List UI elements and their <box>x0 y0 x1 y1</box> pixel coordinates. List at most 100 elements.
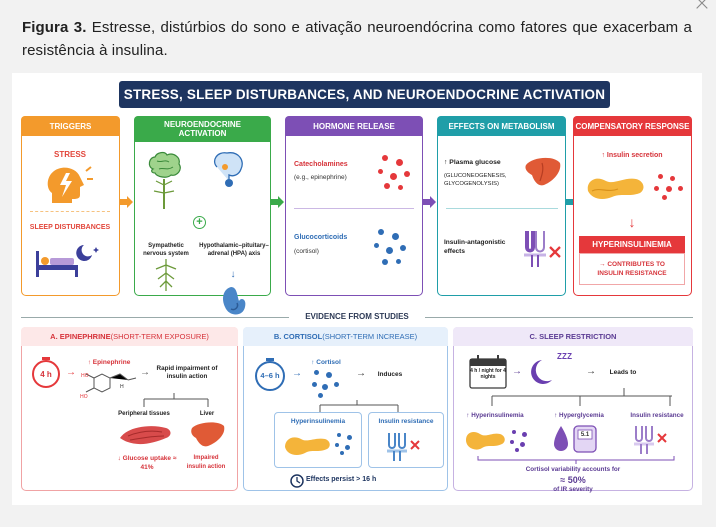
panel-a-header: A. EPINEPHRINE (SHORT-TERM EXPOSURE) <box>21 327 238 346</box>
sleep-disturbances-label: SLEEP DISTURBANCES <box>29 224 111 231</box>
panel-b-title: B. CORTISOL <box>273 332 323 341</box>
compensatory-header: COMPENSATORY RESPONSE <box>573 116 692 136</box>
flow-arrow-icon <box>423 196 436 208</box>
timer-icon <box>255 358 285 391</box>
triggers-header: TRIGGERS <box>21 116 120 136</box>
liver-icon <box>525 157 561 186</box>
panel-b-subtitle: (SHORT-TERM INCREASE) <box>322 332 418 341</box>
liver-label: Liver <box>199 411 215 417</box>
insulin-molecules-icon <box>654 174 684 200</box>
catecholamine-molecules-icon <box>378 153 418 193</box>
hormone-header: HORMONE RELEASE <box>285 116 423 136</box>
neuro-header: NEUROENDOCRINE ACTIVATION <box>134 116 271 142</box>
spinal-cord-icon <box>153 179 175 209</box>
hyperinsulinemia-badge: HYPERINSULINEMIA <box>579 236 685 253</box>
insulin-molecules-icon <box>510 430 532 452</box>
ir-severity-label: of IR severity <box>553 486 593 493</box>
svg-text:HO: HO <box>81 373 89 379</box>
arrow-right-icon: → <box>586 366 596 377</box>
figure-image: STRESS, SLEEP DISTURBANCES, AND NEUROEND… <box>12 73 702 505</box>
stress-label: STRESS <box>53 150 86 159</box>
branch-connector-icon <box>491 388 672 406</box>
svg-text:H: H <box>120 384 124 390</box>
panel-a-title: A. EPINEPHRINE <box>50 332 111 341</box>
flow-arrow-icon <box>271 196 284 208</box>
arrow-right-icon: → <box>512 366 522 377</box>
flow-arrow-icon <box>120 196 133 208</box>
insulin-molecules-icon <box>335 433 357 455</box>
glucocorticoids-label: Glucocorticoids <box>294 234 348 241</box>
hpa-axis-label: Hypothalamic–pituitary–adrenal (HPA) axi… <box>199 243 269 257</box>
branch-connector-icon <box>143 393 209 407</box>
brain-icon <box>148 151 181 178</box>
svg-text:HO: HO <box>80 394 88 400</box>
hypothalamus-icon <box>213 152 243 187</box>
pancreas-icon <box>587 178 644 199</box>
close-button[interactable]: × <box>692 0 712 16</box>
glucose-uptake-label: ↓ Glucose uptake ≈ 41% <box>117 455 177 471</box>
arrow-right-icon: → <box>140 367 150 378</box>
hyperinsulinemia-label: Hyperinsulinemia <box>290 418 346 425</box>
percentage-value: ≈ 50% <box>560 475 586 485</box>
down-arrow-icon: ↓ <box>628 214 636 230</box>
panel-a-epinephrine: A. EPINEPHRINE (SHORT-TERM EXPOSURE) 4 h… <box>21 327 238 491</box>
plasma-glucose-label: ↑ Plasma glucose <box>444 159 501 166</box>
cortisol-molecules-icon <box>374 229 414 269</box>
panel-b-header: B. CORTISOL (SHORT-TERM INCREASE) <box>243 327 448 346</box>
timer-icon <box>32 357 60 388</box>
contributes-insulin-resistance: → CONTRIBUTES TO INSULIN RESISTANCE <box>579 253 685 285</box>
glucometer-icon <box>573 425 597 453</box>
epinephrine-example-label: (e.g., epinephrine) <box>294 174 347 181</box>
calendar-icon <box>469 355 507 389</box>
insulin-secretion-label: ↑ Insulin secretion <box>601 152 663 159</box>
metabolism-header: EFFECTS ON METABOLISM <box>437 116 566 136</box>
insulin-resistance-box: Insulin resistance <box>368 412 444 468</box>
insulin-receptor-icon <box>524 231 561 267</box>
adrenal-gland-icon <box>223 287 246 315</box>
panel-c-sleep-restriction: C. SLEEP RESTRICTION 4 h / night for 4 n… <box>453 327 693 493</box>
glucometer-reading: 5.1 <box>580 432 590 438</box>
pancreas-icon <box>466 432 505 450</box>
insulin-receptor-icon <box>387 433 420 461</box>
cortisol-duration-label: 4–6 h <box>260 371 280 380</box>
figure-caption: Figura 3. Estresse, distúrbios do sono e… <box>22 16 692 62</box>
hyperinsulinemia-label: ↑ Hyperinsulinemia <box>466 412 524 419</box>
caption-label: Figura 3. <box>22 19 87 36</box>
evidence-label: EVIDENCE FROM STUDIES <box>305 312 409 321</box>
figure-title: STRESS, SLEEP DISTURBANCES, AND NEUROEND… <box>119 81 610 108</box>
clock-icon <box>290 474 304 488</box>
nerve-branches-icon <box>155 259 177 291</box>
panel-c-header: C. SLEEP RESTRICTION <box>453 327 693 346</box>
effects-persist-label: Effects persist > 16 h <box>306 476 377 483</box>
rapid-impairment-label: Rapid impairment of insulin action <box>156 365 218 380</box>
cortisol-label: (cortisol) <box>294 248 319 255</box>
zzz-label: Z Z Z <box>556 352 572 361</box>
hyperglycemia-label: ↑ Hyperglycemia <box>554 412 604 419</box>
cortisol-variability-label: Cortisol variability accounts for <box>525 466 621 473</box>
epinephrine-duration-label: 4 h <box>40 370 52 379</box>
epinephrine-molecule-icon: HO HO H <box>80 373 137 400</box>
blood-drop-icon <box>554 426 568 451</box>
panel-b-cortisol: B. CORTISOL (SHORT-TERM INCREASE) 4–6 h … <box>243 327 448 491</box>
compensatory-panel: COMPENSATORY RESPONSE ↑ Insulin secretio… <box>573 116 692 296</box>
hyperinsulinemia-box: Hyperinsulinemia <box>274 412 362 468</box>
arrow-right-icon: → <box>66 367 76 378</box>
sympathetic-label: Sympathetic nervous system <box>143 243 189 257</box>
induces-label: Induces <box>377 371 403 378</box>
caption-text: Estresse, distúrbios do sono e ativação … <box>22 19 692 59</box>
insulin-resistance-label: Insulin resistance <box>630 412 684 419</box>
pancreas-icon <box>285 437 330 455</box>
evidence-divider: EVIDENCE FROM STUDIES <box>12 310 702 324</box>
triggers-panel: TRIGGERS STRESS SLEEP DISTURBANCES <box>21 116 120 296</box>
neuroendocrine-panel: NEUROENDOCRINE ACTIVATION Sympathetic ne… <box>134 116 271 315</box>
gluconeogenesis-label: (GLUCONEOGENESIS, GLYCOGENOLYSIS) <box>444 173 507 187</box>
insulin-receptor-icon <box>634 426 667 454</box>
impaired-insulin-label: Impaired insulin action <box>186 455 226 470</box>
moon-stars-icon <box>76 245 99 261</box>
down-arrow-icon: ↓ <box>230 269 236 280</box>
metabolism-panel: EFFECTS ON METABOLISM ↑ Plasma glucose (… <box>437 116 566 296</box>
bed-moon-icon <box>36 251 78 277</box>
cortisol-increase-label: ↑ Cortisol <box>311 359 341 366</box>
hormone-panel: HORMONE RELEASE Catecholamines (e.g., ep… <box>285 116 423 296</box>
arrow-right-icon: → <box>356 368 366 379</box>
